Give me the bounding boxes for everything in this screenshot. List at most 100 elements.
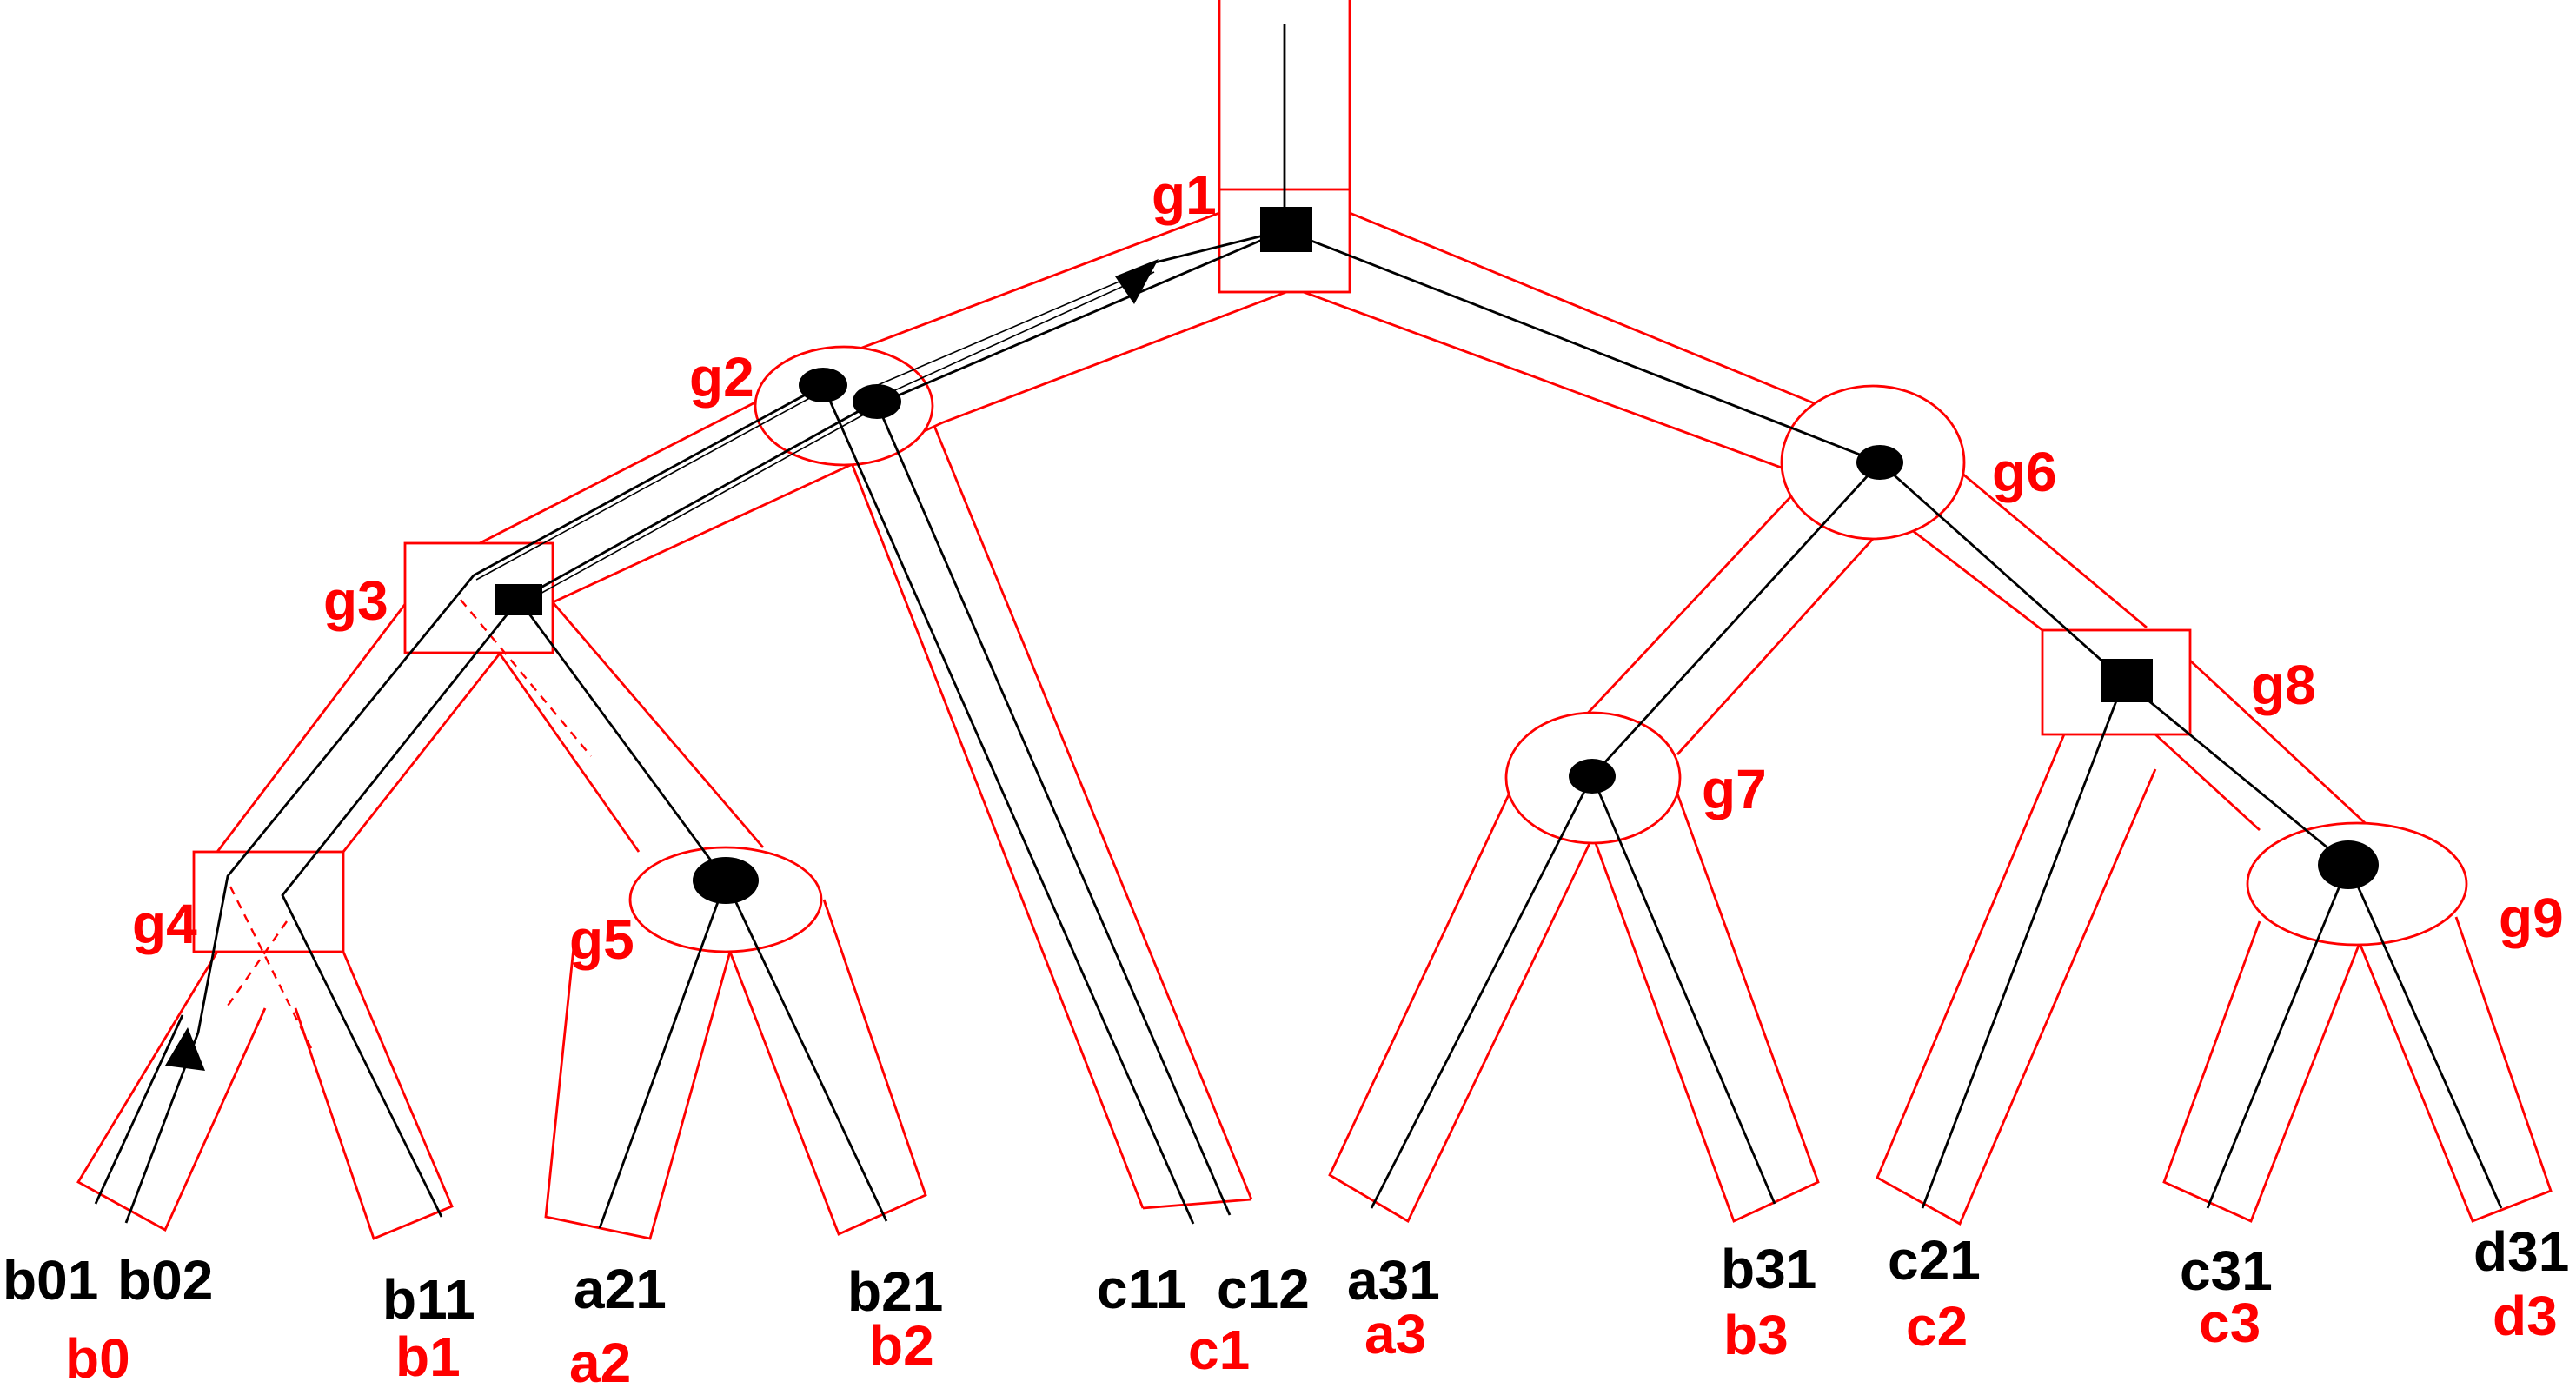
wire-g3-b02 [196,575,475,1033]
leaf-label-b21: b21 [847,1260,943,1323]
crossover-dashes [225,599,592,1053]
wire-g9-d31 [2347,864,2503,1209]
gate-label-g8: g8 [2251,654,2316,716]
gate-label-g7: g7 [1702,758,1767,820]
wire-g3-b11 [281,599,521,1218]
pipe-g4-b1 [294,951,454,1240]
gate-label-g1: g1 [1152,163,1217,226]
wire-g6-g8 [1879,461,2125,682]
gate-label-g4: g4 [132,893,197,955]
pipe-layer [76,0,2553,1240]
group-label-a3: a3 [1364,1303,1426,1365]
wire-g7-b31 [1590,775,1776,1205]
pipe-g5-a2 [544,947,732,1240]
g4-box [192,850,345,953]
wire-g1-g2-c [877,271,1155,399]
wire-b01 [94,1014,184,1205]
group-labels: b0 b1 a2 b2 c1 a3 b3 c2 c3 d3 [65,1285,2558,1394]
gate-label-g5: g5 [569,908,634,971]
g7-dot [1569,759,1616,794]
wire-g5-a21 [598,880,727,1229]
leaf-label-b11: b11 [382,1268,475,1331]
pipe-g7-a3 [1328,790,1595,1223]
group-label-c3: c3 [2199,1292,2261,1354]
group-label-b3: b3 [1723,1304,1789,1366]
junctions [495,207,2379,904]
pipe-g6-g7-right [1676,538,1875,755]
wire-g7-a31 [1370,775,1594,1209]
pipe-g3-g5-right [551,601,765,848]
pipe-g9-d3 [2358,916,2553,1223]
gate-label-g6: g6 [1992,441,2057,503]
leaf-label-c21: c21 [1888,1229,1981,1292]
wire-g6-g7 [1590,462,1882,777]
g8-square-junction [2101,659,2153,702]
g5-dot [693,857,759,904]
gate-label-g3: g3 [323,569,388,632]
pipe-g6-g8-upper [1946,459,2148,629]
wire-g2-g3-left2 [475,389,827,581]
leaf-label-a21: a21 [574,1258,667,1320]
wire-g2-c12 [874,401,1232,1216]
leaf-label-b31: b31 [1721,1238,1816,1300]
group-label-d3: d3 [2493,1285,2558,1347]
pipe-g7-b3 [1591,764,1820,1223]
wire-g8-c21 [1921,680,2126,1209]
pipe-g3-g4-left [216,599,410,853]
gate-labels: g1 g2 g3 g4 g5 g6 g7 g8 g9 [132,163,2564,971]
g9-dot [2318,840,2379,889]
g1-square-junction [1260,207,1312,252]
leaf-labels: b01 b02 b11 a21 b21 c11 c12 a31 b31 c21 … [3,1220,2569,1331]
pipe-g4-b0 [76,951,267,1232]
group-label-b2: b2 [869,1314,934,1377]
leaf-label-c12: c12 [1217,1258,1310,1320]
wire-g9-c31 [2206,864,2350,1209]
pipe-g1-g6-upper [1349,211,1817,406]
wire-layer [94,24,2503,1229]
group-label-b0: b0 [65,1327,130,1390]
wire-g8-g9 [2123,679,2349,867]
group-label-b1: b1 [395,1325,461,1388]
pipe-c1-cap [1142,1198,1252,1210]
leaf-label-c31: c31 [2180,1239,2273,1302]
leaf-label-b01: b01 [3,1249,98,1312]
pipe-g8-g9-upper [2189,659,2374,832]
pipe-g1-g2-inner [552,290,1287,604]
wire-g5-b21 [724,880,888,1222]
g3-cross-dash [460,599,592,757]
wire-g3-g5 [517,599,727,881]
wire-g2-g3-left [473,383,824,577]
wire-g1-g2-b [877,267,1152,386]
pipe-g6-g8-lower [1911,528,2043,632]
leaf-label-c11: c11 [1097,1258,1186,1320]
g4-cross-left-dash [225,920,288,1009]
pipe-g8-g9-lower [2154,733,2261,832]
gate-label-g2: g2 [689,346,754,409]
pipe-g8-c2 [1876,734,2157,1226]
leaf-label-b02: b02 [117,1249,213,1312]
pipe-g2-c1-right [933,425,1253,1200]
leaf-label-a31: a31 [1347,1249,1440,1312]
leaf-label-d31: d31 [2473,1220,2569,1283]
group-label-c2: c2 [1906,1295,1968,1358]
group-label-c1: c1 [1188,1319,1250,1381]
wire-g1-g2-d [877,229,1285,406]
g2-ellipse [754,345,934,467]
g2-dot-right [853,384,901,419]
pipe-g2-c1-left [850,462,1145,1209]
arrowheads [165,259,1159,1071]
wire-g2-c11 [821,384,1195,1225]
pipe-g3-g4-right [342,653,501,853]
pipe-g3-g5-left [498,653,641,853]
gate-label-g9: g9 [2499,887,2564,949]
arrow-up-icon [165,1027,205,1071]
wire-g2-g3-right [518,400,877,601]
g2-dot-left [799,368,847,402]
g3-square-junction [495,584,542,615]
pipe-g9-c3 [2162,920,2361,1223]
group-label-a2: a2 [569,1332,631,1394]
g6-dot [1856,445,1903,480]
wire-g2-g3-right2 [521,406,879,605]
pipe-g1-g6-lower [1303,290,1787,471]
wire-g1-g6 [1284,229,1881,464]
